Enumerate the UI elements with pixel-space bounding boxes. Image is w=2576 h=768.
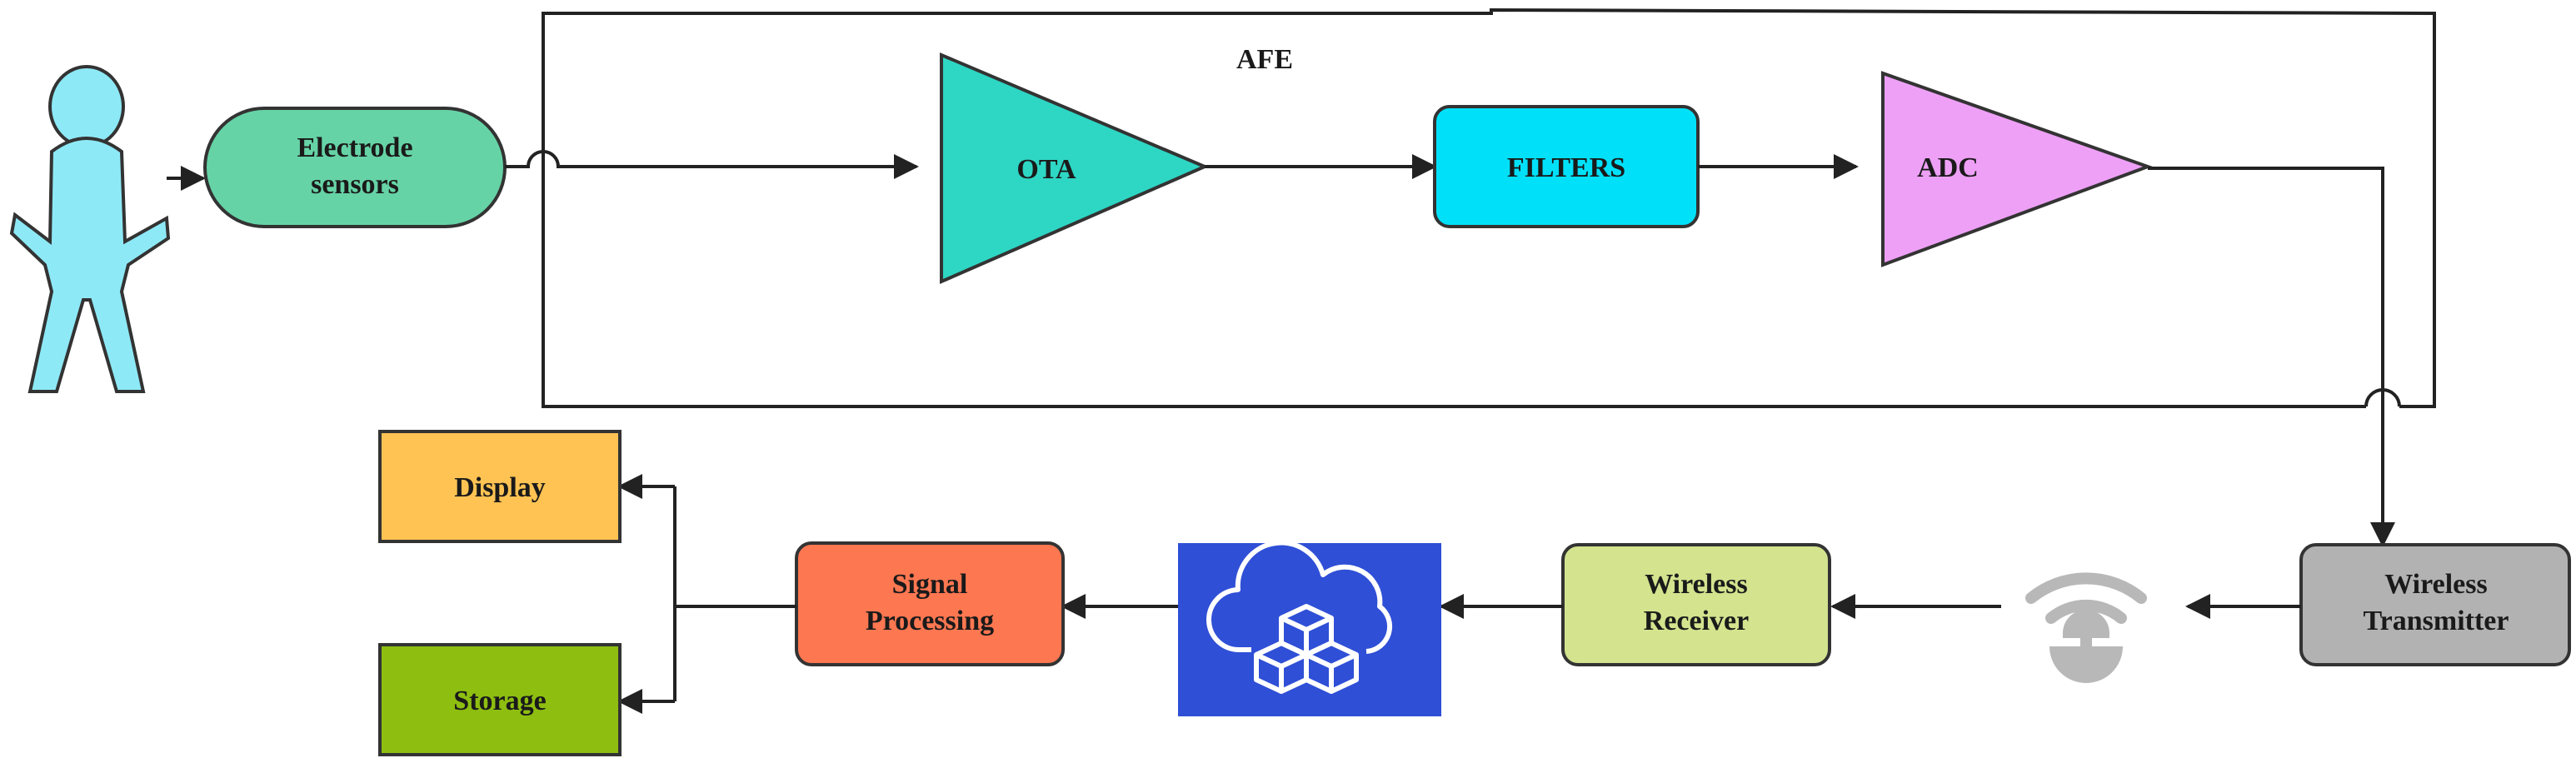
person-icon — [9, 65, 171, 393]
receiver-label-line1: Wireless — [1645, 569, 1747, 600]
cloud-storage-block — [1178, 540, 1441, 716]
ota-label: OTA — [1016, 154, 1076, 185]
display-label: Display — [454, 472, 546, 503]
electrode-sensors-block: Electrode sensors — [203, 107, 507, 228]
wireless-signal-icon — [2025, 572, 2147, 683]
transmitter-label-line2: Transmitter — [2364, 606, 2509, 636]
electrode-label-line1: Electrode — [297, 132, 412, 163]
arrow-adc-to-transmitter — [2148, 167, 2395, 547]
transmitter-label-line1: Wireless — [2384, 569, 2487, 600]
adc-label: ADC — [1917, 152, 1979, 183]
filters-block: FILTERS — [1433, 105, 1700, 228]
wireless-receiver-block: Wireless Receiver — [1561, 543, 1831, 666]
electrode-label-line2: sensors — [311, 169, 399, 200]
branch-arrows — [617, 474, 796, 714]
adc-block: ADC — [1881, 71, 2153, 267]
wireless-transmitter-block: Wireless Transmitter — [2299, 543, 2571, 666]
afe-label: AFE — [1236, 44, 1293, 75]
receiver-label-line2: Receiver — [1644, 606, 1749, 636]
filters-label: FILTERS — [1507, 152, 1625, 183]
signal-processing-label-line2: Processing — [866, 606, 994, 636]
storage-label: Storage — [453, 686, 546, 716]
signal-processing-label-line1: Signal — [892, 569, 968, 600]
ota-block: OTA — [940, 52, 1210, 285]
signal-processing-block: Signal Processing — [795, 541, 1065, 666]
storage-block: Storage — [378, 643, 622, 756]
display-block: Display — [378, 430, 622, 543]
cloud-boxes-icon — [1206, 540, 1393, 694]
arrow-electrode-to-ota — [505, 150, 919, 179]
